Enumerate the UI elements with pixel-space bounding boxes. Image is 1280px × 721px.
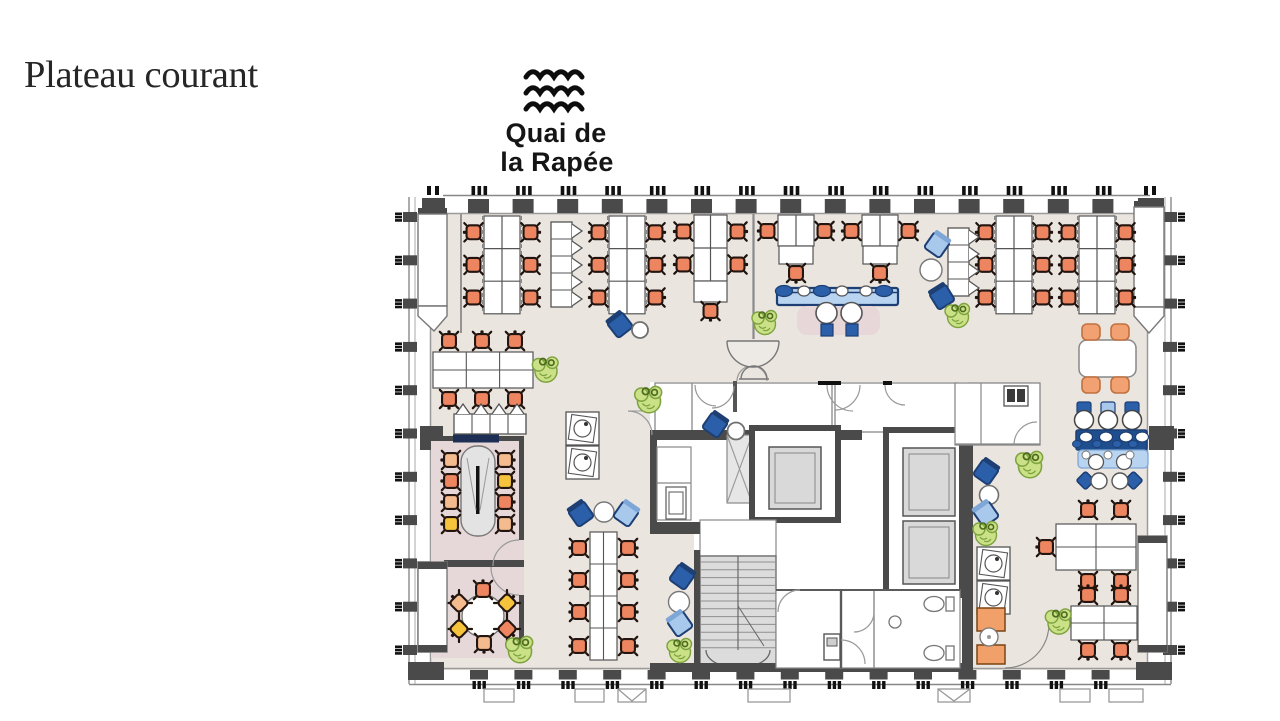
svg-text:Plateau courant: Plateau courant [24,54,258,96]
svg-text:Quai de: Quai de [505,118,606,148]
svg-text:la Rapée: la Rapée [500,147,613,177]
